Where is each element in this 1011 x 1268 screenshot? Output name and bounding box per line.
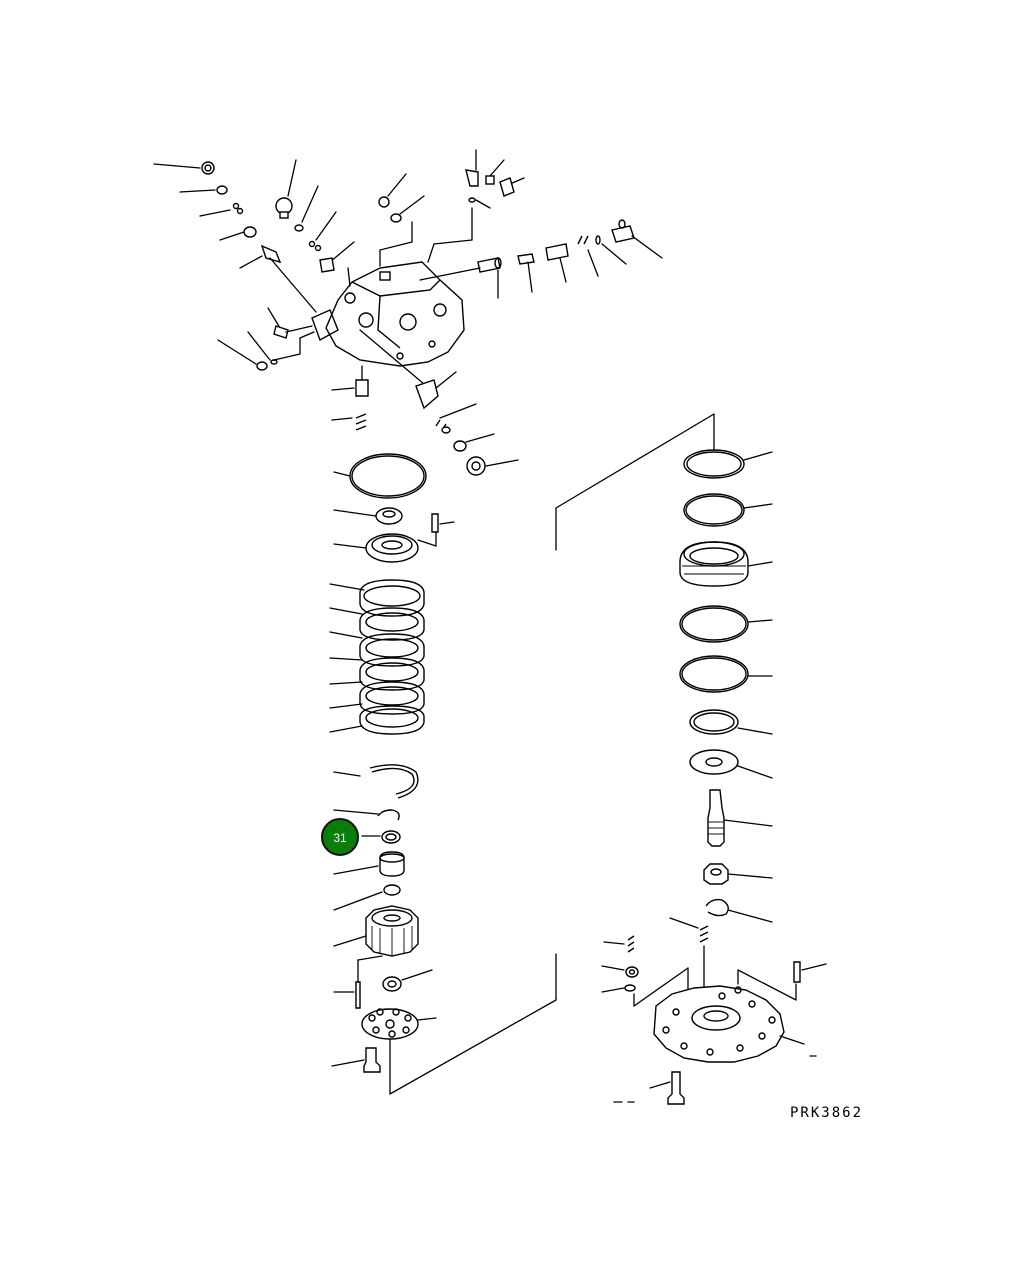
callout-label: 31 <box>333 831 347 845</box>
valve-fittings-topcenter <box>275 149 525 287</box>
callout-marker[interactable]: 31 <box>321 818 359 856</box>
seal-housing <box>679 541 749 587</box>
valve-plate <box>361 1008 419 1040</box>
valve-fittings-lower <box>331 329 519 476</box>
valve-fittings-right <box>419 219 663 299</box>
valve-fittings-left <box>153 161 317 371</box>
end-cover <box>653 985 785 1063</box>
right-stack <box>555 413 827 1105</box>
plate-stack <box>359 579 425 735</box>
cylinder-block <box>365 905 419 957</box>
drive-shaft <box>707 789 725 847</box>
callout-circle[interactable] <box>321 818 359 856</box>
valve-housing <box>311 261 465 367</box>
drawing-code: PRK3862 <box>790 1105 863 1121</box>
left-stack <box>329 453 557 1095</box>
